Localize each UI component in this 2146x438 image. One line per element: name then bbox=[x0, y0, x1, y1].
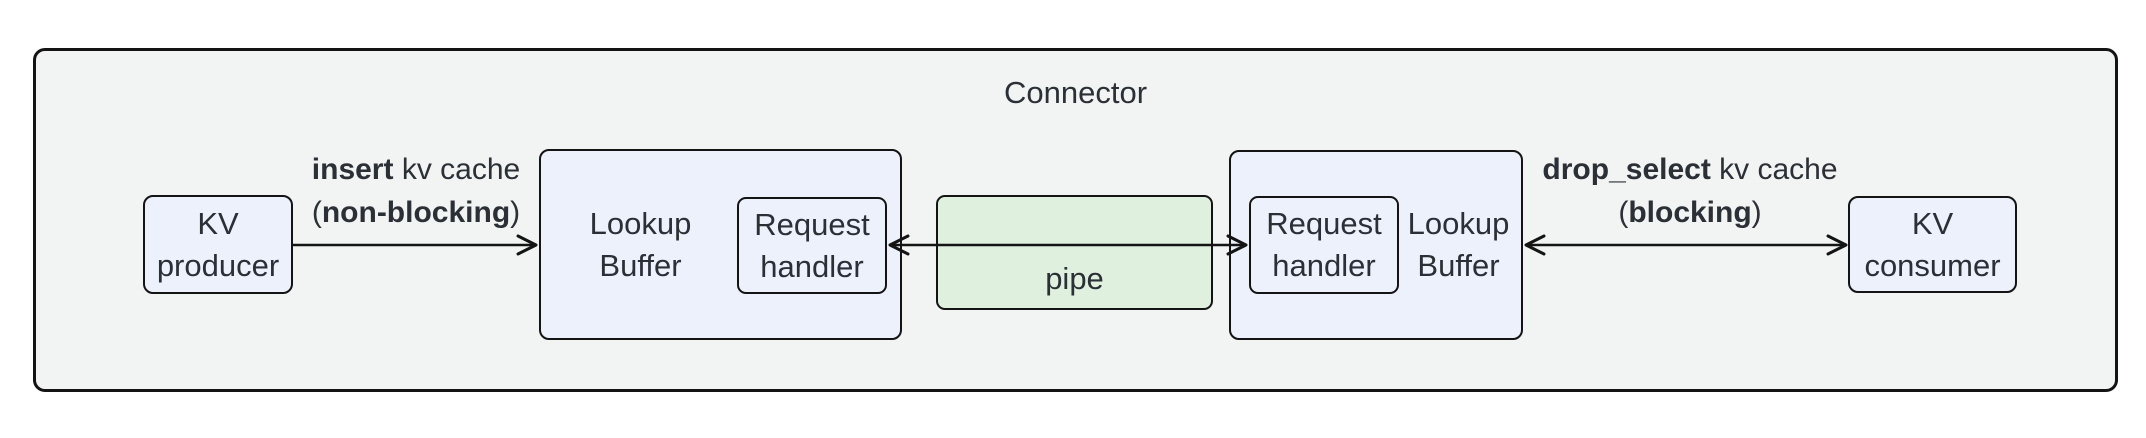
drop-select-mode-text: blocking bbox=[1628, 196, 1752, 229]
insert-paren-close: ) bbox=[510, 196, 521, 229]
kv-producer-label-line1: KV bbox=[197, 205, 239, 241]
insert-op-text: insert bbox=[311, 153, 394, 186]
drop-select-edge-label-line2: (blocking) bbox=[1520, 191, 1860, 234]
insert-mode-text: non-blocking bbox=[321, 196, 511, 229]
lookup-buffer-right-node: Request handler Lookup Buffer bbox=[1229, 150, 1523, 340]
drop-select-rest-text: kv cache bbox=[1710, 153, 1838, 186]
insert-paren-open: ( bbox=[311, 196, 322, 229]
request-handler-left-line2: handler bbox=[760, 248, 864, 284]
drop-select-edge-label: drop_select kv cache (blocking) bbox=[1520, 148, 1860, 234]
request-handler-right-node: Request handler bbox=[1249, 196, 1399, 294]
connector-title: Connector bbox=[1003, 75, 1148, 110]
kv-consumer-label-line2: consumer bbox=[1864, 247, 2001, 283]
lookup-buffer-left-node: Lookup Buffer Request handler bbox=[539, 149, 902, 340]
lookup-buffer-left-line2: Buffer bbox=[599, 247, 682, 283]
insert-rest-text: kv cache bbox=[393, 153, 521, 186]
drop-select-edge-label-line1: drop_select kv cache bbox=[1520, 148, 1860, 191]
kv-producer-label-line2: producer bbox=[156, 247, 280, 283]
lookup-buffer-right-line2: Buffer bbox=[1417, 248, 1500, 283]
lookup-buffer-left-line1: Lookup bbox=[589, 205, 692, 241]
request-handler-left-node: Request handler bbox=[737, 197, 887, 294]
request-handler-right-line2: handler bbox=[1272, 248, 1376, 283]
pipe-node: pipe bbox=[936, 195, 1213, 310]
drop-select-paren-close: ) bbox=[1751, 196, 1762, 229]
kv-consumer-label-line1: KV bbox=[1911, 205, 1954, 241]
drop-select-paren-open: ( bbox=[1618, 196, 1629, 229]
insert-edge-label-line2: (non-blocking) bbox=[246, 191, 586, 234]
lookup-buffer-left-label: Lookup Buffer bbox=[541, 151, 740, 338]
request-handler-right-line1: Request bbox=[1266, 206, 1382, 241]
insert-edge-label-line1: insert kv cache bbox=[246, 148, 586, 191]
lookup-buffer-right-label: Lookup Buffer bbox=[1396, 152, 1521, 338]
request-handler-left-line1: Request bbox=[754, 206, 870, 242]
kv-consumer-node: KV consumer bbox=[1848, 196, 2017, 293]
drop-select-op-text: drop_select bbox=[1542, 153, 1711, 186]
pipe-label: pipe bbox=[1045, 261, 1104, 296]
kv-producer-node: KV producer bbox=[143, 195, 293, 294]
insert-edge-label: insert kv cache (non-blocking) bbox=[246, 148, 586, 234]
lookup-buffer-right-line1: Lookup bbox=[1407, 206, 1510, 241]
